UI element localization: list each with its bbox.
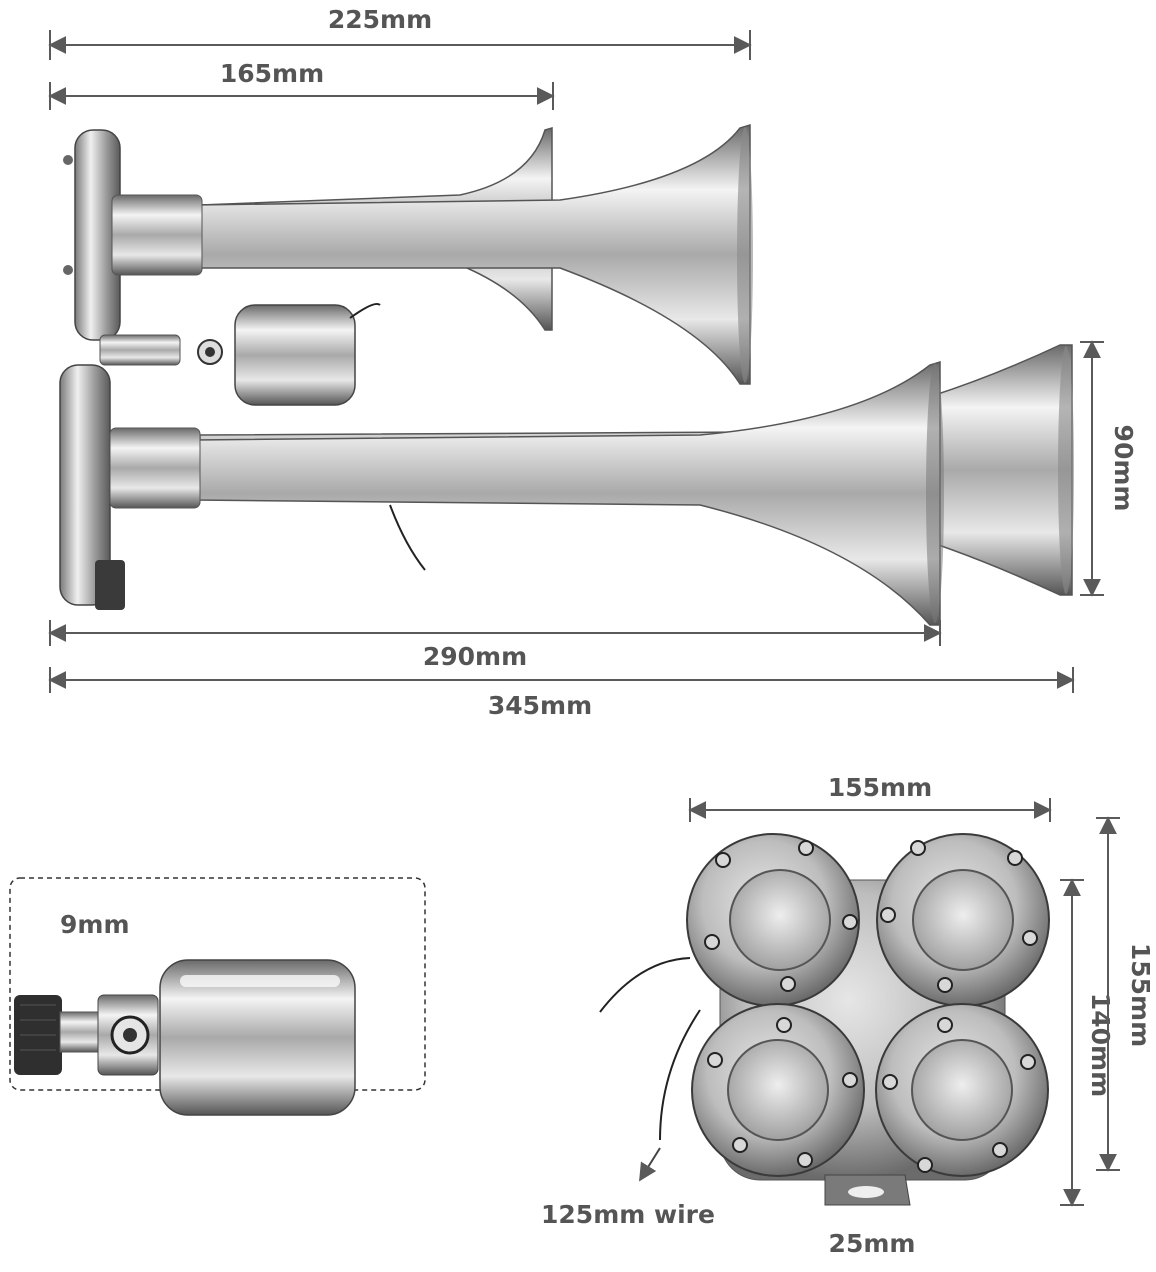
horn-assembly bbox=[59, 123, 1074, 626]
label-125mm-wire: 125mm wire bbox=[541, 1200, 715, 1229]
diaphragm-base bbox=[599, 833, 1050, 1206]
solenoid-valve bbox=[99, 302, 381, 406]
label-290mm: 290mm bbox=[423, 642, 527, 671]
diaphragm-bottom-right bbox=[875, 1003, 1049, 1177]
label-225mm: 225mm bbox=[328, 5, 432, 34]
label-165mm: 165mm bbox=[220, 59, 324, 88]
label-25mm: 25mm bbox=[829, 1229, 916, 1258]
label-345mm: 345mm bbox=[488, 691, 592, 720]
diaphragm-bottom-left bbox=[691, 1003, 865, 1177]
valve-detail-box: 9mm bbox=[9, 877, 426, 1116]
label-155mm-width: 155mm bbox=[828, 773, 932, 802]
label-9mm: 9mm bbox=[60, 910, 130, 939]
diaphragm-top-right bbox=[876, 833, 1050, 1007]
label-140mm: 140mm bbox=[1086, 993, 1115, 1097]
label-155mm-height: 155mm bbox=[1126, 943, 1155, 1047]
horn-long-upper bbox=[194, 123, 751, 385]
diaphragm-top-left bbox=[686, 833, 860, 1007]
label-90mm: 90mm bbox=[1109, 425, 1138, 512]
